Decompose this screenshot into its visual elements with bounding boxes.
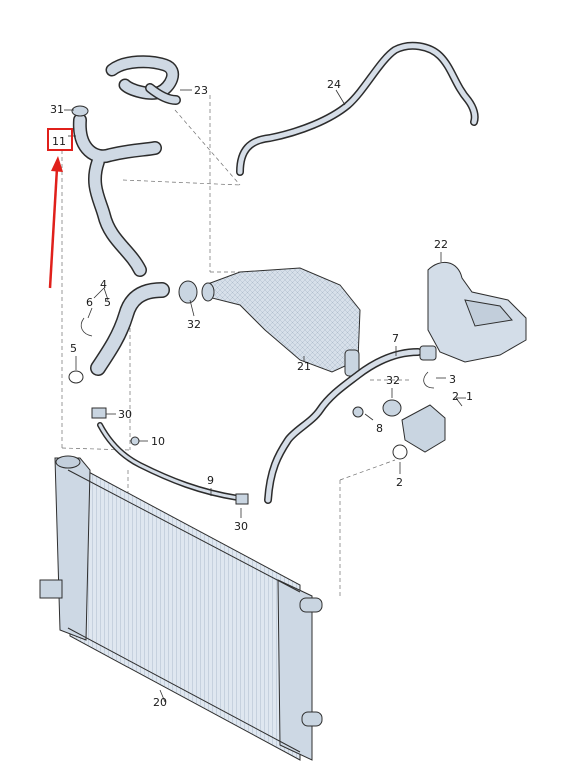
callout-11: 11	[52, 135, 66, 148]
nut-8	[352, 406, 364, 418]
clamp-32-right	[382, 399, 402, 417]
callout-1: 1	[466, 390, 473, 403]
pipe-9	[97, 422, 241, 501]
callout-21: 21	[297, 360, 311, 373]
clamp-32-left	[178, 280, 198, 304]
callout-30-lower: 30	[234, 520, 248, 533]
clip-30-upper	[91, 407, 107, 419]
callout-24: 24	[327, 78, 341, 91]
callout-32-left: 32	[187, 318, 201, 331]
clip-30-lower	[235, 493, 249, 505]
callout-30-upper: 30	[118, 408, 132, 421]
leader-lines	[64, 89, 466, 703]
coolant-flange	[401, 404, 446, 453]
callout-7: 7	[392, 332, 399, 345]
pipe-23	[105, 55, 181, 105]
callout-20: 20	[153, 696, 167, 709]
highlight-box	[47, 128, 73, 151]
hose-24	[236, 41, 479, 176]
expansion-tank	[419, 262, 527, 363]
callout-8: 8	[376, 422, 383, 435]
callout-4: 4	[100, 278, 107, 291]
bolt-10	[130, 436, 140, 446]
clip-3	[423, 371, 435, 389]
callout-6: 6	[86, 296, 93, 309]
callout-5-lower: 5	[70, 342, 77, 355]
callout-3: 3	[449, 373, 456, 386]
hose-4	[90, 282, 170, 376]
callout-9: 9	[207, 474, 214, 487]
callout-10: 10	[151, 435, 165, 448]
radiator	[39, 455, 323, 761]
o-ring-2	[392, 444, 408, 460]
clip-6	[80, 317, 93, 337]
thermostat-housing	[201, 267, 361, 377]
callout-32-right: 32	[386, 374, 400, 387]
callout-23: 23	[194, 84, 208, 97]
callout-5-upper: 5	[104, 296, 111, 309]
callout-22: 22	[434, 238, 448, 251]
o-ring-5	[68, 370, 84, 384]
callout-2-ring: 2	[396, 476, 403, 489]
callout-2-tank: 2	[452, 390, 459, 403]
hose-7	[264, 348, 422, 504]
clamp-31	[71, 105, 89, 117]
callout-31: 31	[50, 103, 64, 116]
red-arrow-icon	[48, 156, 63, 289]
callout-labels: 1 2 2 3 4 5 5 6 7 8 9 10 11 20 21 22 23 …	[50, 78, 473, 709]
hose-11	[72, 113, 162, 277]
